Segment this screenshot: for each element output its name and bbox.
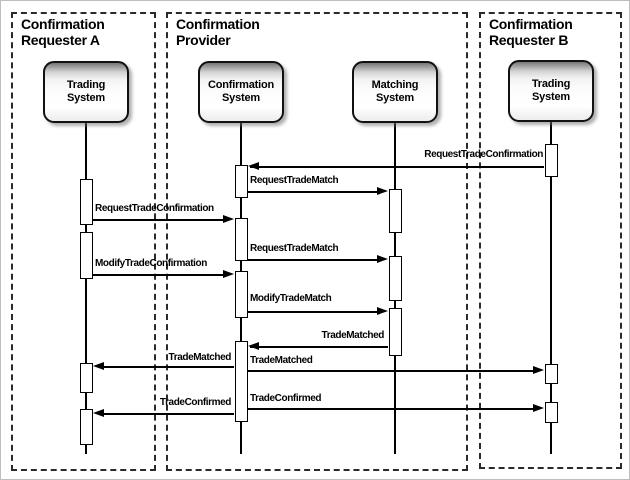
activation-matching-1 bbox=[388, 189, 402, 233]
frame-title-line: Confirmation bbox=[489, 16, 573, 32]
frame-title-requester-b: Confirmation Requester B bbox=[489, 16, 573, 48]
frame-title-requester-a: Confirmation Requester A bbox=[21, 16, 105, 48]
participant-name-line: Confirmation bbox=[207, 79, 275, 91]
participant-name-line: System bbox=[376, 92, 414, 104]
participant-matching-system: Matching System bbox=[352, 61, 438, 123]
frame-confirmation-requester-b bbox=[479, 12, 622, 469]
activation-trading-a-4 bbox=[79, 409, 93, 445]
lifeline-trading-system-b bbox=[550, 122, 552, 454]
activation-trading-a-3 bbox=[79, 363, 93, 393]
lifeline-trading-system-a bbox=[85, 123, 87, 454]
activation-confirmation-2 bbox=[234, 218, 248, 261]
frame-title-provider: Confirmation Provider bbox=[176, 16, 260, 48]
participant-trading-system-a: Trading System bbox=[43, 61, 129, 123]
activation-trading-a-1 bbox=[79, 179, 93, 225]
participant-confirmation-system: Confirmation System bbox=[198, 61, 284, 123]
participant-name-line: System bbox=[67, 92, 105, 104]
activation-confirmation-3 bbox=[234, 271, 248, 318]
frame-confirmation-provider bbox=[166, 12, 468, 471]
participant-name-line: System bbox=[532, 91, 570, 103]
activation-confirmation-4 bbox=[234, 341, 248, 422]
frame-title-line: Requester B bbox=[489, 32, 569, 48]
participant-trading-system-b: Trading System bbox=[508, 60, 594, 122]
activation-trading-b-1 bbox=[544, 144, 558, 177]
participant-name-line: System bbox=[222, 92, 260, 104]
activation-trading-a-2 bbox=[79, 232, 93, 279]
frame-title-line: Provider bbox=[176, 32, 231, 48]
participant-name-line: Matching bbox=[371, 79, 419, 91]
frame-title-line: Confirmation bbox=[176, 16, 260, 32]
frame-title-line: Confirmation bbox=[21, 16, 105, 32]
participant-name-line: Trading bbox=[66, 79, 106, 91]
activation-matching-3 bbox=[388, 308, 402, 356]
activation-matching-2 bbox=[388, 256, 402, 301]
frame-title-line: Requester A bbox=[21, 32, 100, 48]
activation-trading-b-2 bbox=[544, 364, 558, 384]
frame-confirmation-requester-a bbox=[11, 12, 156, 471]
participant-name-line: Trading bbox=[531, 78, 571, 90]
activation-trading-b-3 bbox=[544, 402, 558, 423]
activation-confirmation-1 bbox=[234, 165, 248, 198]
